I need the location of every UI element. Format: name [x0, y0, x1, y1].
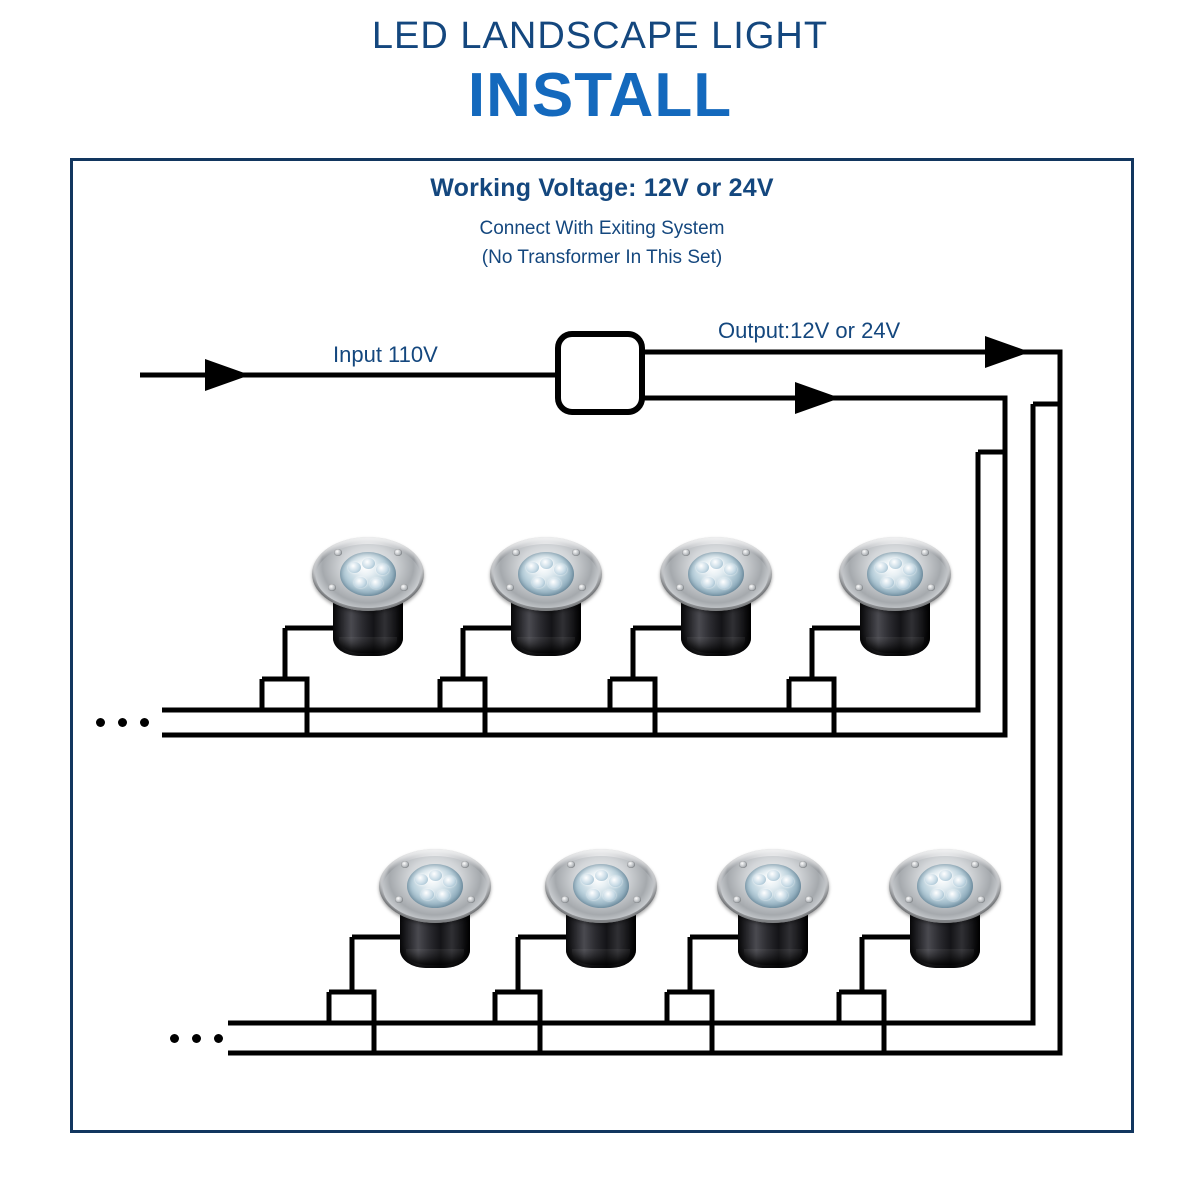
- bezel-screw-icon: [400, 584, 408, 591]
- output-upper-wire: [642, 349, 1063, 404]
- output-lower-wire: [642, 395, 1008, 452]
- led-lens: [573, 864, 629, 908]
- light-bezel: [660, 537, 772, 611]
- bezel-screw-icon: [567, 861, 575, 868]
- led-landscape-light-5[interactable]: [379, 845, 491, 970]
- bezel-screw-icon: [394, 549, 402, 556]
- bezel-screw-icon: [401, 861, 409, 868]
- bezel-screw-icon: [633, 896, 641, 903]
- bezel-screw-icon: [676, 584, 684, 591]
- working-voltage-heading: Working Voltage: 12V or 24V: [430, 174, 774, 202]
- led-landscape-light-4[interactable]: [839, 533, 951, 658]
- output-upper-arrow-icon: [985, 336, 1030, 368]
- bezel-screw-icon: [627, 861, 635, 868]
- light-bezel: [312, 537, 424, 611]
- bezel-screw-icon: [733, 896, 741, 903]
- bezel-screw-icon: [861, 549, 869, 556]
- light-bezel: [490, 537, 602, 611]
- light-bezel: [717, 849, 829, 923]
- led-lens: [745, 864, 801, 908]
- output-lower-arrow-icon: [795, 382, 840, 414]
- bezel-screw-icon: [799, 861, 807, 868]
- bottom-light-7-connector: [667, 989, 715, 1053]
- bezel-screw-icon: [971, 861, 979, 868]
- light-bezel: [545, 849, 657, 923]
- bezel-screw-icon: [855, 584, 863, 591]
- bezel-screw-icon: [921, 549, 929, 556]
- top-light-2-connector: [440, 676, 488, 735]
- top-light-4-connector: [789, 676, 837, 735]
- input-arrow-icon: [205, 359, 250, 391]
- bezel-screw-icon: [572, 549, 580, 556]
- top-row-upper-bus-rail: [162, 452, 981, 713]
- bezel-screw-icon: [461, 861, 469, 868]
- bezel-screw-icon: [977, 896, 985, 903]
- led-landscape-light-2[interactable]: [490, 533, 602, 658]
- bezel-screw-icon: [742, 549, 750, 556]
- led-lens: [518, 552, 574, 596]
- led-lens: [867, 552, 923, 596]
- input-voltage-label: Input 110V: [333, 342, 438, 367]
- light-bezel: [839, 537, 951, 611]
- bezel-screw-icon: [506, 584, 514, 591]
- bottom-light-6-connector: [495, 989, 543, 1053]
- bottom-light-5-connector: [329, 989, 377, 1053]
- top-light-3-connector: [610, 676, 658, 735]
- bezel-screw-icon: [748, 584, 756, 591]
- bezel-screw-icon: [682, 549, 690, 556]
- output-voltage-label: Output:12V or 24V: [718, 318, 901, 343]
- led-landscape-light-3[interactable]: [660, 533, 772, 658]
- led-lens: [407, 864, 463, 908]
- bezel-screw-icon: [805, 896, 813, 903]
- light-bezel: [379, 849, 491, 923]
- bezel-screw-icon: [927, 584, 935, 591]
- bezel-screw-icon: [328, 584, 336, 591]
- bezel-screw-icon: [905, 896, 913, 903]
- bezel-screw-icon: [739, 861, 747, 868]
- top-row-continuation-ellipsis: [96, 718, 149, 727]
- top-row-lower-bus-rail: [162, 452, 1008, 738]
- bezel-screw-icon: [561, 896, 569, 903]
- bezel-screw-icon: [911, 861, 919, 868]
- bezel-screw-icon: [395, 896, 403, 903]
- flow-arrowheads: [205, 336, 1030, 414]
- diagram-frame: [70, 158, 1134, 1133]
- light-bezel: [889, 849, 1001, 923]
- bottom-row-continuation-ellipsis: [170, 1034, 223, 1043]
- transformer-box: [555, 331, 645, 415]
- bottom-row-lower-bus-rail: [228, 404, 1063, 1056]
- bezel-screw-icon: [578, 584, 586, 591]
- led-landscape-light-1[interactable]: [312, 533, 424, 658]
- led-landscape-light-6[interactable]: [545, 845, 657, 970]
- led-landscape-light-8[interactable]: [889, 845, 1001, 970]
- top-light-1-connector: [262, 676, 310, 735]
- bottom-light-8-connector: [839, 989, 887, 1053]
- bezel-screw-icon: [334, 549, 342, 556]
- led-lens: [340, 552, 396, 596]
- led-lens: [688, 552, 744, 596]
- bezel-screw-icon: [467, 896, 475, 903]
- no-transformer-note: (No Transformer In This Set): [481, 247, 723, 268]
- bezel-screw-icon: [512, 549, 520, 556]
- connect-system-note: Connect With Exiting System: [479, 218, 725, 239]
- led-landscape-light-7[interactable]: [717, 845, 829, 970]
- led-lens: [917, 864, 973, 908]
